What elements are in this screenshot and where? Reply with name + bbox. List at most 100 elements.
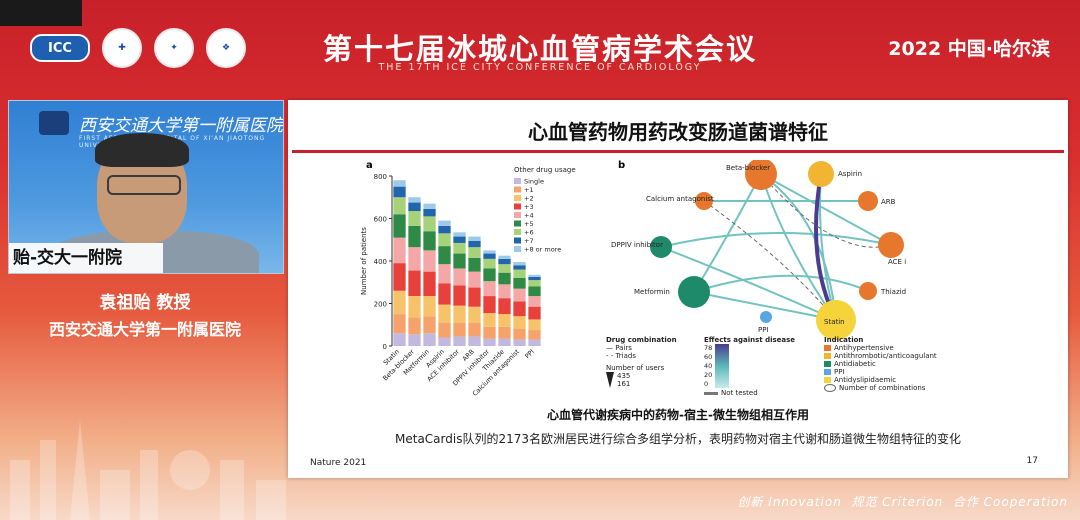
bar-segment <box>393 263 406 291</box>
bar-segment <box>513 339 526 346</box>
indication-swatch <box>824 369 831 375</box>
label-ppi: PPI <box>758 326 769 334</box>
legend-label: Single <box>524 178 544 186</box>
bar-segment <box>453 253 466 269</box>
figure-description: MetaCardis队列的2173名欧洲居民进行综合多组学分析，表明药物对宿主代… <box>395 432 961 446</box>
bar-segment <box>468 247 481 258</box>
label-ace: ACE inhibitor <box>888 258 906 266</box>
label-statin: Statin <box>824 318 845 326</box>
bar-segment <box>408 334 421 346</box>
bar-segment <box>453 236 466 243</box>
icc-logo: ICC <box>30 34 90 62</box>
bar-segment <box>393 180 406 187</box>
legend-swatch <box>514 195 521 201</box>
legend-effects: Effects against disease 78 60 40 20 0 No… <box>704 336 796 397</box>
y-tick-label: 0 <box>383 343 387 351</box>
window-black-strip <box>0 0 82 26</box>
bar-segment <box>483 268 496 282</box>
y-tick-label: 800 <box>374 173 387 181</box>
bar-segment <box>393 333 406 346</box>
bar-segment <box>498 255 511 259</box>
network-node-arb <box>858 191 878 211</box>
bar-segment <box>528 276 541 281</box>
network-node-aspirin <box>808 161 834 187</box>
network-node-thiazide <box>859 282 877 300</box>
label-aspirin: Aspirin <box>838 170 862 178</box>
indication-item: Antidyslipidaemic <box>824 376 937 384</box>
bar-segment <box>483 338 496 346</box>
network-node-calcium-antagonist <box>695 192 713 210</box>
legend-swatch <box>514 229 521 235</box>
bar-segment <box>453 322 466 337</box>
indication-label: Antidiabetic <box>834 360 876 368</box>
hospital-logo-3: ❖ <box>206 28 246 68</box>
bar-segment <box>468 271 481 288</box>
slide-title-rule <box>292 150 1064 153</box>
bar-segment <box>408 270 421 297</box>
bar-segment <box>438 233 451 247</box>
bar-segment <box>453 285 466 306</box>
bar-segment <box>408 211 421 226</box>
bar-segment <box>408 317 421 335</box>
label-arb: ARB <box>881 198 896 206</box>
indication-item: Antithrombotic/anticoagulant <box>824 352 937 360</box>
bar-segment <box>468 287 481 307</box>
bar-segment <box>423 208 436 217</box>
label-thiazide: Thiazide <box>880 288 906 296</box>
bar-segment <box>498 326 511 339</box>
bar-segment <box>438 337 451 346</box>
bar-segment <box>483 253 496 259</box>
bar-segment <box>408 296 421 318</box>
network-node-metformin <box>678 276 710 308</box>
bar-segment <box>468 236 481 241</box>
effects-color-ramp <box>715 344 730 388</box>
legend-label: +6 <box>524 229 534 237</box>
indication-label: PPI <box>834 368 845 376</box>
indication-label: Antihypertensive <box>834 344 894 352</box>
indication-swatch <box>824 353 831 359</box>
video-caption: 贻-交大一附院 <box>9 243 163 273</box>
bar-segment <box>498 338 511 346</box>
bar-segment <box>393 237 406 264</box>
speaker-name: 袁祖贻 教授 <box>99 293 191 313</box>
bar-segment <box>453 336 466 346</box>
legend-swatch <box>514 186 521 193</box>
conference-title: 第十七届冰城心血管病学术会议 <box>322 32 757 66</box>
network-node-beta-blocker <box>745 160 777 190</box>
bar-segment <box>468 306 481 323</box>
legend-label: +5 <box>524 220 534 228</box>
bar-segment <box>468 322 481 337</box>
indication-swatch <box>824 345 831 351</box>
bar-segment <box>528 280 541 287</box>
hospital-logo-2: ✦ <box>154 28 194 68</box>
network-node-ace <box>878 232 904 258</box>
legend-swatch <box>514 220 521 227</box>
sponsor-logos: ICC ✚ ✦ ❖ <box>30 28 246 68</box>
bar-segment <box>483 296 496 314</box>
bar-segment <box>483 250 496 254</box>
legend-swatch <box>514 178 521 184</box>
bar-segment <box>423 271 436 297</box>
bar-segment <box>498 298 511 315</box>
speaker-video: 西安交通大学第一附属医院 FIRST AFFILIATED HOSPITAL O… <box>8 100 284 274</box>
panel-b-label: b <box>618 160 626 171</box>
bar-segment <box>483 258 496 269</box>
bar-segment <box>423 203 436 209</box>
bar-segment <box>528 319 541 331</box>
indication-swatch <box>824 377 831 383</box>
bar-segment <box>393 290 406 315</box>
y-tick-label: 400 <box>374 258 387 266</box>
legend-swatch <box>514 237 521 244</box>
legend-title: Other drug usage <box>514 166 576 174</box>
conference-subtitle: THE 17TH ICE CITY CONFERENCE OF CARDIOLO… <box>378 62 702 73</box>
skyline-decoration <box>10 420 286 520</box>
y-axis-label: Number of patients <box>360 227 368 295</box>
bar-segment <box>453 242 466 254</box>
bar-segment <box>528 330 541 340</box>
slide-source: Nature 2021 <box>310 458 367 468</box>
label-dppiv: DPPIV inhibitor <box>611 241 663 249</box>
bar-segment <box>438 322 451 338</box>
indication-label: Antithrombotic/anticoagulant <box>834 352 937 360</box>
